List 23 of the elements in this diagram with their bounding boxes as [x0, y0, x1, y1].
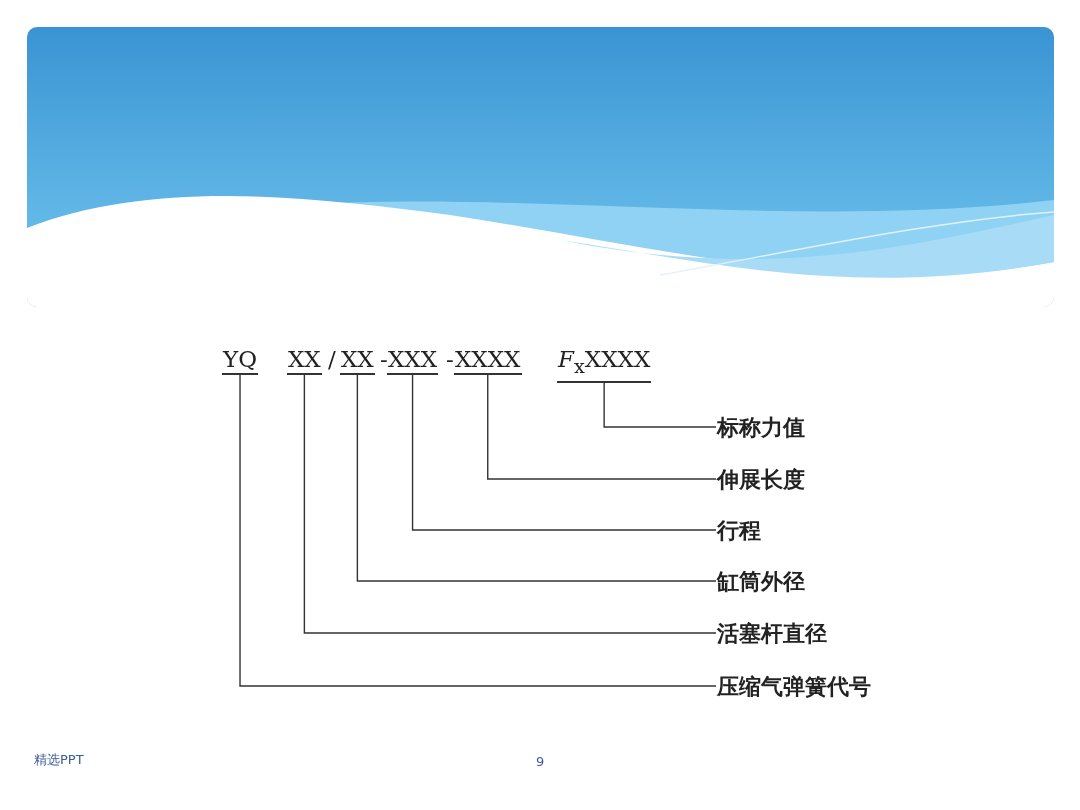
code-segment: XX	[340, 346, 375, 375]
leader-line	[303, 374, 717, 634]
code-segment: XXXX	[454, 346, 522, 375]
description-label: 活塞杆直径	[717, 619, 827, 647]
leader-line	[603, 381, 717, 428]
leader-line	[239, 374, 717, 687]
code-segment: YQ	[222, 346, 259, 375]
code-segment: XX	[287, 346, 322, 375]
description-label: 行程	[717, 516, 761, 544]
footer-text: 精选PPT	[34, 751, 84, 769]
code-segment: F$_{x}$XXXX	[557, 346, 652, 383]
description-label: 伸展长度	[717, 465, 805, 493]
page-number: 9	[536, 754, 545, 769]
code-segment: XXX	[387, 346, 439, 375]
description-label: 标称力值	[717, 413, 805, 441]
code-separator: /	[328, 346, 336, 372]
code-separator: -	[446, 346, 454, 372]
leader-line	[356, 374, 717, 582]
leader-line	[487, 374, 717, 480]
leader-line	[411, 374, 717, 531]
code-separator: -	[380, 346, 388, 372]
description-label: 压缩气弹簧代号	[717, 672, 871, 700]
description-label: 缸筒外径	[717, 567, 805, 595]
